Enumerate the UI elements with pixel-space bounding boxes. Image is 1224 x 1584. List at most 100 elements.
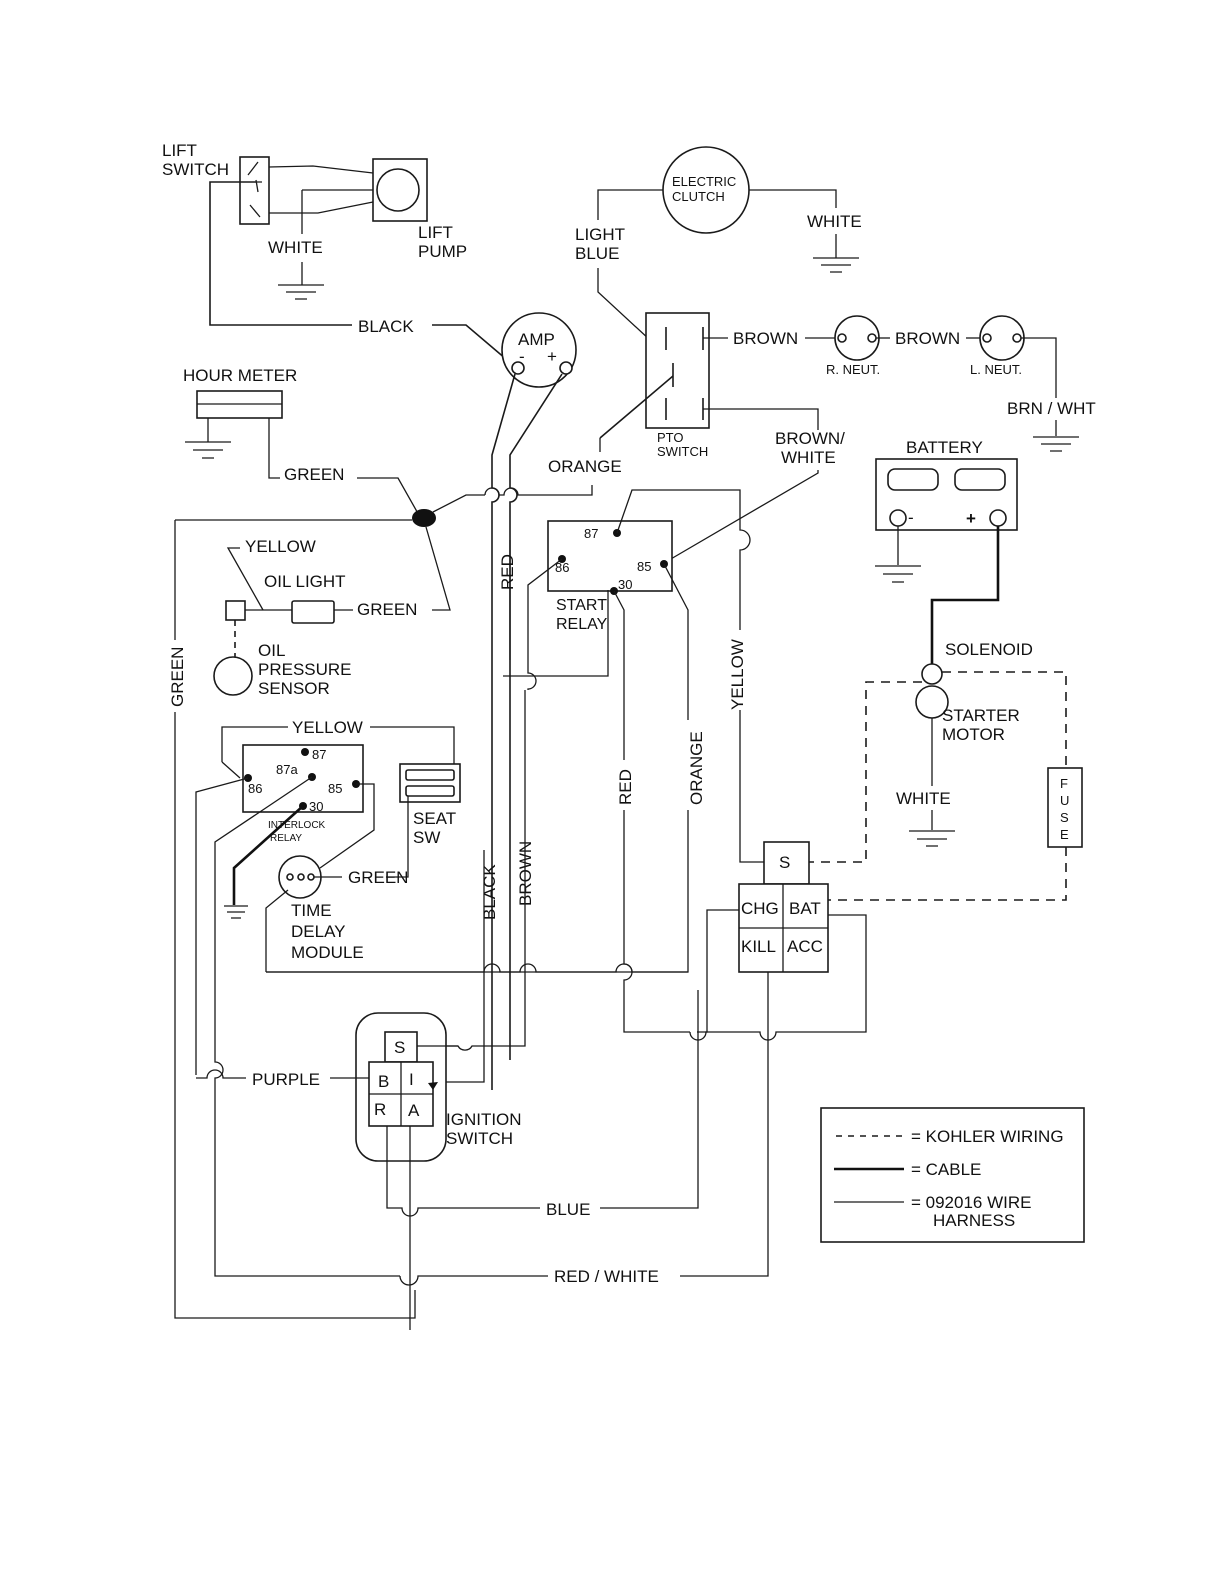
wire-brown-white-to-85 xyxy=(663,470,819,564)
electric-clutch-label-2: CLUTCH xyxy=(672,189,725,204)
wire-blue-right xyxy=(600,990,699,1209)
label-red-v2: RED xyxy=(616,769,635,805)
oil-light-label: OIL LIGHT xyxy=(264,572,346,591)
amp-minus: - xyxy=(519,347,525,366)
ign-r: R xyxy=(374,1100,386,1119)
l-neutral-switch: L. NEUT. xyxy=(970,315,1025,377)
label-brown-white-2: WHITE xyxy=(781,448,836,467)
label-yellow-interlock: YELLOW xyxy=(292,718,363,737)
wire-blue-left xyxy=(386,1126,540,1217)
wire-85-to-tdm xyxy=(319,783,375,869)
ground-icon xyxy=(185,441,231,459)
interlock-pin-30: 30 xyxy=(309,799,323,814)
seat-sw-label-1: SEAT xyxy=(413,809,456,828)
start-relay-pin-30: 30 xyxy=(618,577,632,592)
ign-label-2: SWITCH xyxy=(446,1129,513,1148)
wire-yellow-to-s xyxy=(739,710,764,863)
seat-sw-label-2: SW xyxy=(413,828,440,847)
battery-minus: - xyxy=(908,508,914,527)
label-orange-v: ORANGE xyxy=(687,731,706,805)
lift-switch-label-2: SWITCH xyxy=(162,160,229,179)
lift-pump-label-1: LIFT xyxy=(418,223,453,242)
solenoid-label: SOLENOID xyxy=(945,640,1033,659)
interlock-label-2: RELAY xyxy=(270,833,302,844)
label-orange-top: ORANGE xyxy=(548,457,622,476)
label-green-tdm: GREEN xyxy=(348,868,408,887)
wire-red-30 xyxy=(613,590,625,760)
wire-orange-85 xyxy=(663,563,689,720)
l-neut-label: L. NEUT. xyxy=(970,362,1022,377)
wire-green-oil-right xyxy=(425,526,451,611)
wire-86-left xyxy=(195,761,249,1075)
starter-motor-label-2: MOTOR xyxy=(942,725,1005,744)
ign-i: I xyxy=(409,1070,414,1089)
label-black-v: BLACK xyxy=(480,864,499,920)
block-chg: CHG xyxy=(741,899,779,918)
wire-brown-vertical-top xyxy=(509,478,518,1060)
wire-black-vertical xyxy=(491,478,500,1090)
wire-brown-white-top xyxy=(703,408,819,430)
fuse-label-s: S xyxy=(1060,810,1069,825)
splice-dot xyxy=(412,509,436,527)
cable-battery-solenoid xyxy=(930,526,1000,670)
hour-meter-label: HOUR METER xyxy=(183,366,297,385)
legend-kohler-wiring: = KOHLER WIRING xyxy=(911,1127,1064,1146)
pto-switch-label-2: SWITCH xyxy=(657,444,708,459)
wire-87a-red-white xyxy=(214,776,400,1277)
wire-black-lift xyxy=(209,181,352,326)
wire-black-to-amp xyxy=(432,324,514,366)
starter-motor: STARTER MOTOR xyxy=(915,685,1020,744)
wire-purple-left xyxy=(196,1069,246,1079)
kohler-wire-solenoid-s xyxy=(808,681,922,863)
interlock-pin-87a: 87a xyxy=(276,762,298,777)
solenoid: SOLENOID xyxy=(921,640,1033,685)
ground-icon xyxy=(224,905,248,919)
ignition-switch: S B I R A IGNITION SWITCH xyxy=(355,1012,522,1162)
legend-cable: = CABLE xyxy=(911,1160,981,1179)
wire-green-hour-meter xyxy=(268,418,280,479)
label-red-v1: RED xyxy=(498,554,517,590)
wire-red-white-right xyxy=(680,972,769,1277)
wire-86-down xyxy=(527,558,563,690)
label-purple: PURPLE xyxy=(252,1070,320,1089)
ign-label-1: IGNITION xyxy=(446,1110,522,1129)
ign-a: A xyxy=(408,1101,420,1120)
wire-light-blue-bottom xyxy=(597,268,651,341)
label-brn-wht: BRN / WHT xyxy=(1007,399,1096,418)
lift-switch-label-1: LIFT xyxy=(162,141,197,160)
cable-30-ground xyxy=(232,805,304,905)
start-relay-label-2: RELAY xyxy=(556,616,608,633)
r-neutral-switch: R. NEUT. xyxy=(826,315,880,377)
r-neut-label: R. NEUT. xyxy=(826,362,880,377)
legend-harness-1: = 092016 WIRE xyxy=(911,1193,1032,1212)
lift-pump: LIFT PUMP xyxy=(372,158,467,261)
ground-icon xyxy=(278,284,324,300)
oil-sensor-label-3: SENSOR xyxy=(258,679,330,698)
label-blue: BLUE xyxy=(546,1200,590,1219)
oil-light: OIL LIGHT xyxy=(264,572,346,624)
label-brown-white-1: BROWN/ xyxy=(775,429,845,448)
start-relay-pin-85: 85 xyxy=(637,559,651,574)
pto-switch: PTO SWITCH xyxy=(599,312,710,459)
fuse-label-u: U xyxy=(1060,793,1069,808)
label-white-lift: WHITE xyxy=(268,238,323,257)
ground-icon xyxy=(813,257,859,273)
interlock-pin-87: 87 xyxy=(312,747,326,762)
time-delay-module: TIME DELAY MODULE xyxy=(278,855,364,962)
electric-clutch-label-1: ELECTRIC xyxy=(672,174,736,189)
oil-connector xyxy=(225,600,246,621)
wire-red-v2 xyxy=(623,810,690,1033)
interlock-pin-86: 86 xyxy=(248,781,262,796)
wire-brown-to-s xyxy=(430,690,526,1051)
key-switch-block: S CHG BAT KILL ACC xyxy=(738,841,829,973)
label-red-white: RED / WHITE xyxy=(554,1267,659,1286)
block-acc: ACC xyxy=(787,937,823,956)
tdm-label-2: DELAY xyxy=(291,922,346,941)
battery-label: BATTERY xyxy=(906,438,983,457)
pto-switch-label-1: PTO xyxy=(657,430,684,445)
legend-harness-2: HARNESS xyxy=(933,1211,1015,1230)
fuse: F U S E xyxy=(1047,767,1083,848)
wire-harness-bottom-loop xyxy=(689,914,867,1041)
label-white-clutch: WHITE xyxy=(807,212,862,231)
legend: = KOHLER WIRING = CABLE = 092016 WIRE HA… xyxy=(820,1107,1085,1243)
